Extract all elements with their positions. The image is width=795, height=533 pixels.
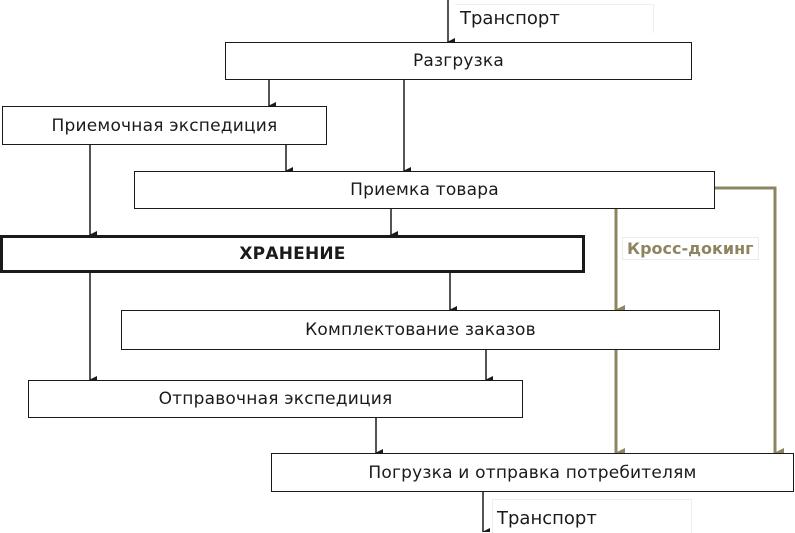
crossdock-acceptance-to-loading [715,186,784,458]
node-order-picking: Комплектование заказов [121,310,720,350]
transport-in-frame [455,4,654,33]
cross-docking-label: Кросс-докинг [622,237,759,260]
node-dispatch-expedition: Отправочная экспедиция [28,380,523,418]
node-loading-shipping: Погрузка и отправка потребителям [271,453,794,492]
transport-out-label: Транспорт [497,508,597,529]
node-goods-acceptance: Приемка товара [134,171,715,209]
transport-out-frame [492,499,692,533]
node-receiving-expedition: Приемочная экспедиция [2,106,327,145]
node-unloading: Разгрузка [225,42,692,80]
transport-in-label: Транспорт [460,8,560,29]
node-storage: ХРАНЕНИЕ [0,235,585,273]
